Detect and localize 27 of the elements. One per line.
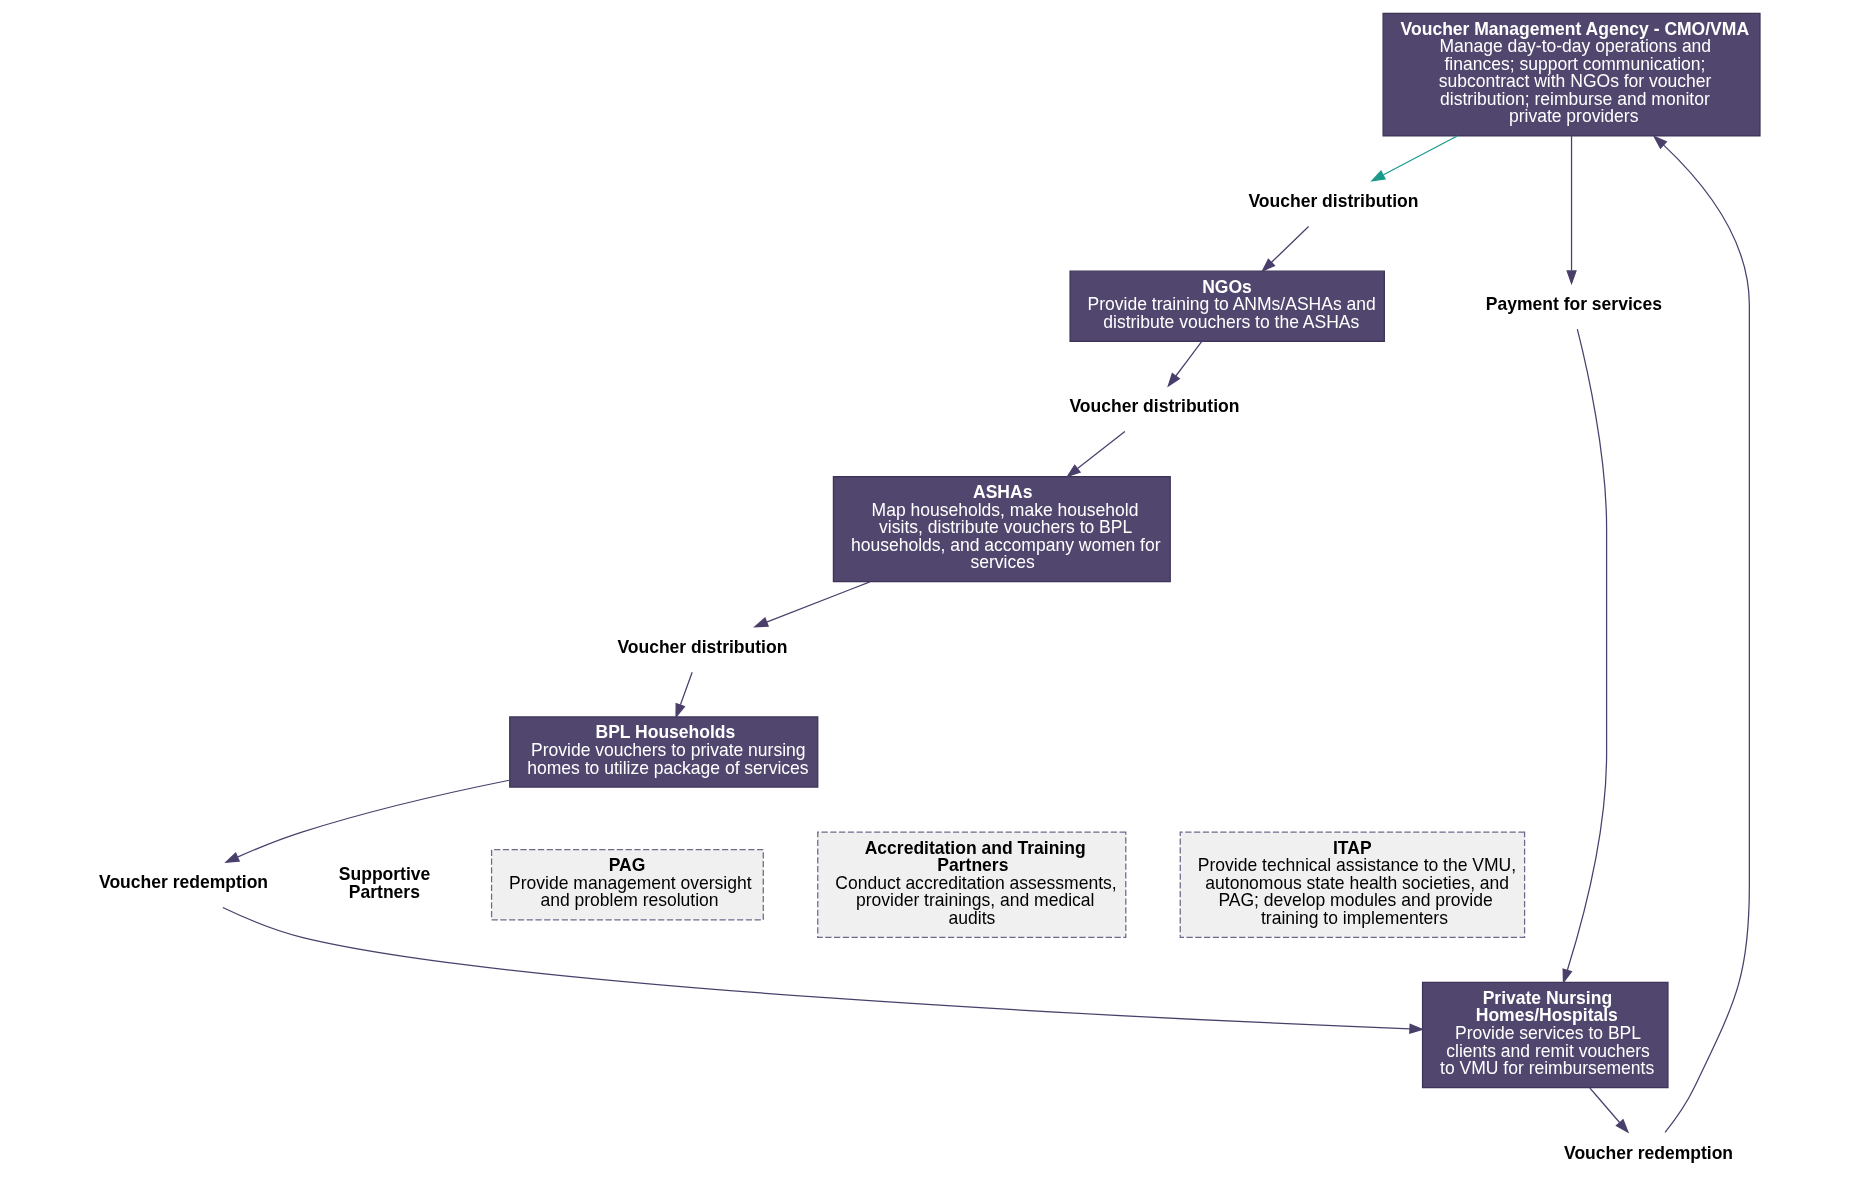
arrow (1562, 328, 1608, 985)
arrow (1652, 135, 1750, 1134)
node-text: Voucher distribution (1069, 396, 1240, 417)
node-text: Voucher distribution (617, 636, 788, 657)
node-text: Payment for services (1485, 293, 1663, 314)
node-box: Accreditation and Training Partners Conduct accreditation assessments, provider trainings, and medical audits (817, 831, 1127, 938)
arrow (222, 906, 1425, 1035)
arrow (753, 581, 871, 628)
node-text: Voucher redemption (1564, 1142, 1734, 1163)
node-text: Voucher distribution (1248, 190, 1419, 211)
node-box: ITAP Provide technical assistance to the VMU, autonomous state health societies, and PAG; develop modules and provide training to implementers (1179, 831, 1526, 938)
arrow (1589, 1087, 1630, 1134)
arrow (1566, 135, 1577, 286)
node-box: BPL Households Provide vouchers to private nursing homes to utilize package of services (509, 716, 819, 788)
arrow (224, 779, 510, 863)
arrow (1167, 340, 1203, 388)
node-box: Private Nursing Homes/Hospitals Provide services to BPL clients and remit vouchers to VMU for reimbursements (1421, 981, 1669, 1089)
node-text: Voucher redemption (99, 872, 269, 893)
arrow (1066, 430, 1126, 478)
arrow (1370, 135, 1458, 182)
node-box: NGOs Provide training to ANMs/ASHAs and distribute vouchers to the ASHAs (1069, 270, 1385, 342)
node-box: Voucher Management Agency - CMO/VMA Manage day-to-day operations and finances; support communication; subcontract with NGOs for voucher distribution; reimburse and monitor private providers (1382, 12, 1761, 137)
arrow (1261, 225, 1310, 273)
arrow (675, 671, 693, 719)
label: Supportive Partners (338, 863, 431, 902)
node-box: PAG Provide management oversight and problem resolution (490, 849, 764, 921)
node-box: ASHAs Map households, make household visits, distribute vouchers to BPL households, and accompany women for services (832, 475, 1171, 583)
